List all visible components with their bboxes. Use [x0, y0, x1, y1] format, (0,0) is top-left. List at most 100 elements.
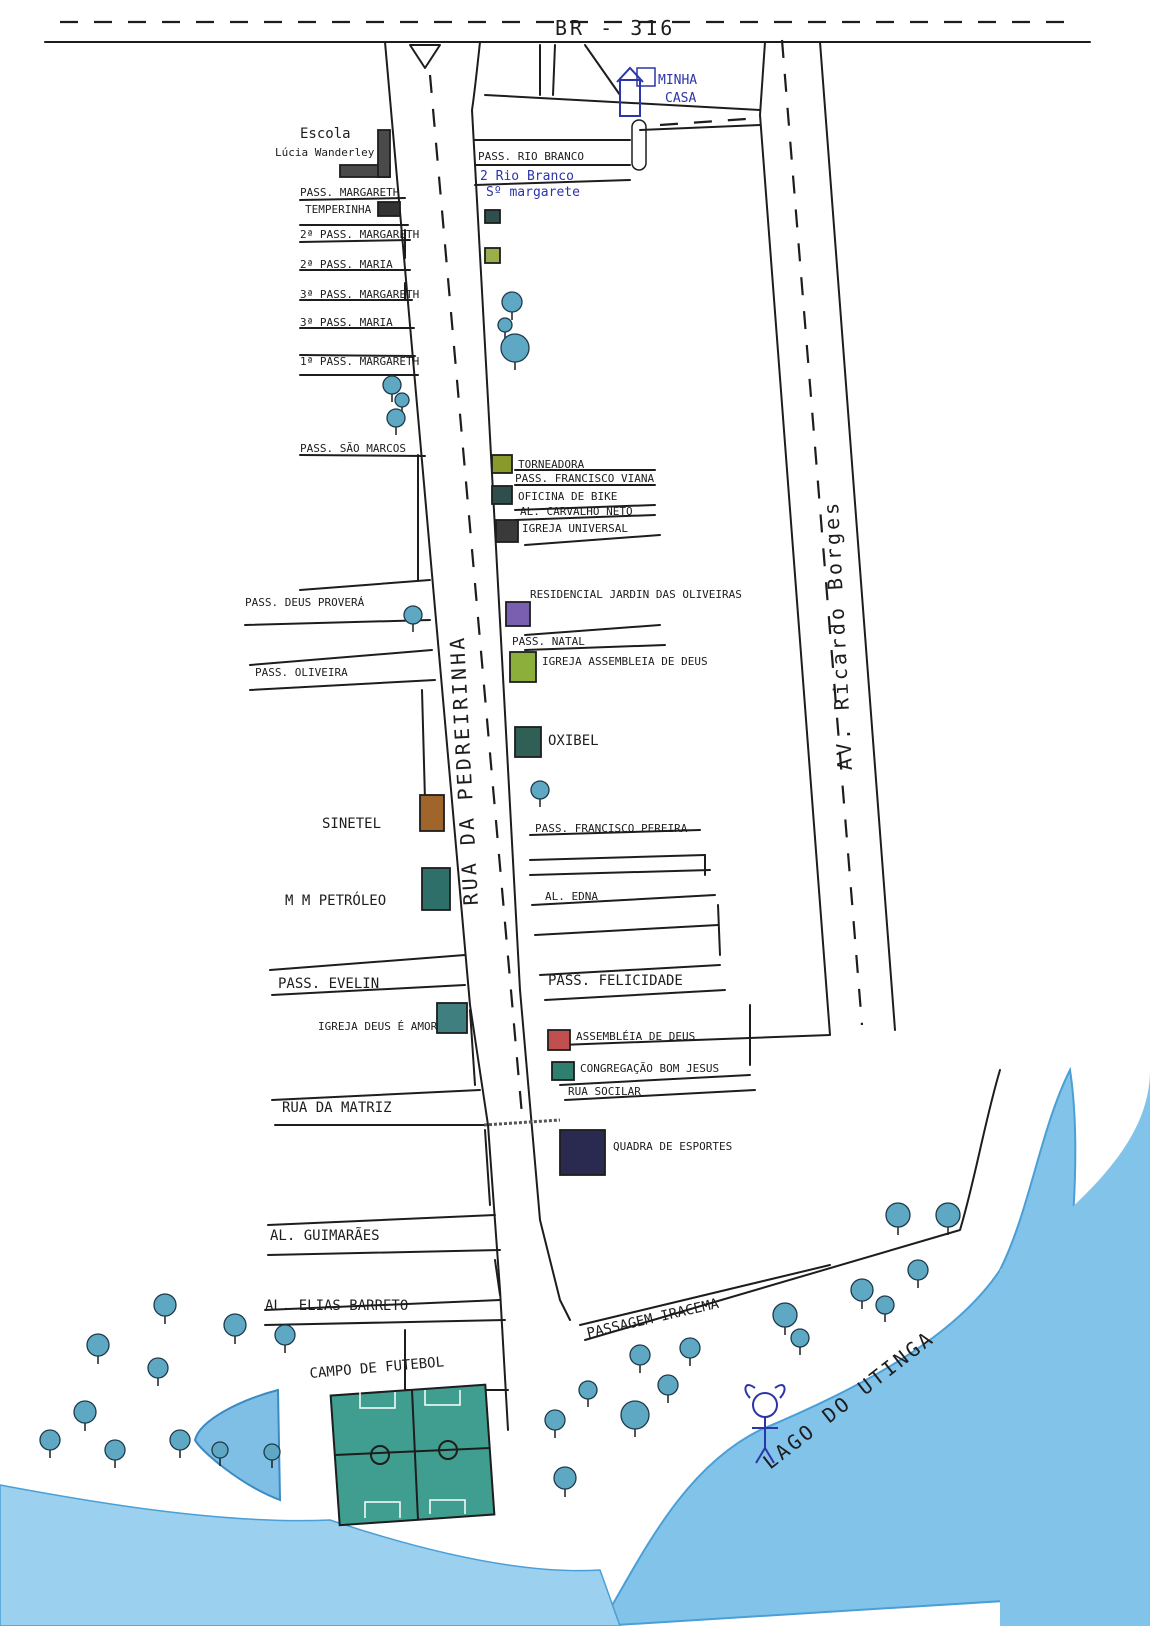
street-1-pass-margareth: 1ª PASS. MARGARETH: [300, 355, 419, 368]
tree-icon: [935, 1202, 961, 1235]
street-3-pass-margareth: 3ª PASS. MARGARETH: [300, 288, 419, 301]
main-street-label: RUA DA PEDREIRINHA: [445, 634, 483, 906]
lake-utinga-fill: [1000, 1070, 1150, 1626]
igreja-universal-label: IGREJA UNIVERSAL: [522, 522, 628, 535]
tree-icon: [657, 1374, 679, 1403]
street-pass-sao-marcos: PASS. SÃO MARCOS: [300, 442, 406, 455]
street-al-elias-barreto: AL. ELIAS BARRETO: [265, 1298, 408, 1314]
street-al-guimaraes: AL. GUIMARÃES: [270, 1227, 380, 1244]
tree-icon: [850, 1278, 874, 1309]
street-al-carvalho-neto: AL. CARVALHO NETO: [520, 505, 633, 518]
home-access-dash: [659, 116, 761, 127]
main-road-centerline: [428, 74, 524, 1116]
tree-icon: [790, 1328, 810, 1355]
sinetel-label: SINETEL: [322, 816, 381, 832]
street-al-edna: AL. EDNA: [545, 890, 598, 903]
street-temperinha: TEMPERINHA: [305, 203, 372, 216]
building-small-2: [484, 247, 501, 264]
oxibel-label: OXIBEL: [548, 733, 599, 749]
igreja-universal-building: [495, 519, 519, 543]
tree-icon: [501, 291, 523, 320]
street-3-pass-maria: 3ª PASS. MARIA: [300, 316, 393, 329]
street-pass-francisco-pereira: PASS. FRANCISCO PEREIRA: [535, 822, 688, 835]
tree-icon: [907, 1259, 929, 1288]
street-pass-natal: PASS. NATAL: [512, 635, 585, 648]
tree-icon: [875, 1295, 895, 1322]
school-label-1: Escola: [300, 126, 351, 142]
oficina-bike-label: OFICINA DE BIKE: [518, 490, 617, 503]
street-pass-rio-branco: PASS. RIO BRANCO: [478, 150, 584, 163]
bom-jesus-building: [551, 1061, 575, 1081]
street-rua-socilar: RUA SOCILAR: [568, 1085, 641, 1098]
tree-icon: [403, 605, 423, 632]
tree-icon: [73, 1400, 97, 1431]
footbridge: [483, 1118, 561, 1127]
home-access-left: [484, 94, 761, 111]
street-pass-evelin: PASS. EVELIN: [278, 976, 379, 992]
temperinha-building: [377, 201, 401, 217]
avenue-right-edge: [819, 41, 896, 1031]
street-pass-francisco-viana: PASS. FRANCISCO VIANA: [515, 472, 654, 485]
trees: [39, 291, 961, 1497]
deus-e-amor-label: IGREJA DEUS É AMOR: [318, 1020, 438, 1033]
sinetel-building: [419, 794, 445, 832]
yield-sign: [409, 44, 441, 69]
tree-icon: [629, 1344, 651, 1373]
deus-e-amor-building: [436, 1002, 468, 1034]
school-label-2: Lúcia Wanderley: [275, 146, 375, 159]
pond: [193, 1388, 282, 1502]
home-label-2: CASA: [665, 91, 696, 106]
note-line-2: Sº margarete: [486, 185, 580, 200]
field-label: CAMPO DE FUTEBOL: [309, 1354, 445, 1382]
tree-icon: [263, 1443, 281, 1468]
tree-icon: [382, 375, 402, 402]
tree-icon: [274, 1324, 296, 1353]
tree-icon: [500, 333, 530, 370]
highway-label: BR - 316: [555, 16, 675, 40]
tree-icon: [578, 1380, 598, 1407]
bottom-water: [0, 1484, 621, 1626]
quadra-label: QUADRA DE ESPORTES: [613, 1140, 732, 1153]
avenue-left-edge: [559, 41, 831, 1046]
street-pass-oliveira: PASS. OLIVEIRA: [255, 666, 348, 679]
tree-icon: [223, 1313, 247, 1344]
football-field: [329, 1383, 496, 1527]
tree-icon: [153, 1293, 177, 1324]
assembleia-building: [509, 651, 537, 683]
quadra-building: [559, 1129, 606, 1176]
home-driveway: [539, 44, 621, 96]
home-access-right: [639, 124, 761, 131]
avenue-centerline: [780, 39, 864, 1026]
tree-icon: [211, 1441, 229, 1466]
school-wing: [377, 129, 391, 178]
tree-icon: [530, 780, 550, 807]
tree-icon: [104, 1439, 126, 1468]
street-rua-da-matriz: RUA DA MATRIZ: [282, 1100, 392, 1116]
tree-icon: [679, 1337, 701, 1366]
right-streets: [474, 139, 1001, 1341]
street-2-pass-margareth: 2ª PASS. MARGARETH: [300, 228, 419, 241]
tree-icon: [772, 1302, 798, 1335]
home-icon: [616, 66, 656, 117]
tree-icon: [553, 1466, 577, 1497]
residencial-label: RESIDENCIAL JARDIN DAS OLIVEIRAS: [530, 588, 742, 601]
tree-icon: [620, 1400, 650, 1437]
main-road-left-edge: [384, 41, 509, 1431]
avenue-label: AV. Ricardo Borges: [819, 499, 857, 771]
assembleia-deus-building: [547, 1029, 571, 1051]
tree-icon: [169, 1429, 191, 1458]
home-label-1: MINHA: [658, 73, 697, 88]
oficina-bike-building: [491, 485, 513, 505]
tree-icon: [497, 317, 513, 340]
person-icon: [744, 1384, 786, 1464]
tree-icon: [86, 1333, 110, 1364]
mm-petroleo-label: M M PETRÓLEO: [285, 891, 386, 909]
street-2-pass-maria: 2ª PASS. MARIA: [300, 258, 393, 271]
street-pass-margareth: PASS. MARGARETH: [300, 186, 399, 199]
assembleia-deus-label: ASSEMBLÉIA DE DEUS: [576, 1030, 695, 1043]
oxibel-building: [514, 726, 542, 758]
mm-petroleo-building: [421, 867, 451, 911]
bom-jesus-label: CONGREGAÇÃO BOM JESUS: [580, 1062, 719, 1075]
tree-icon: [885, 1202, 911, 1235]
